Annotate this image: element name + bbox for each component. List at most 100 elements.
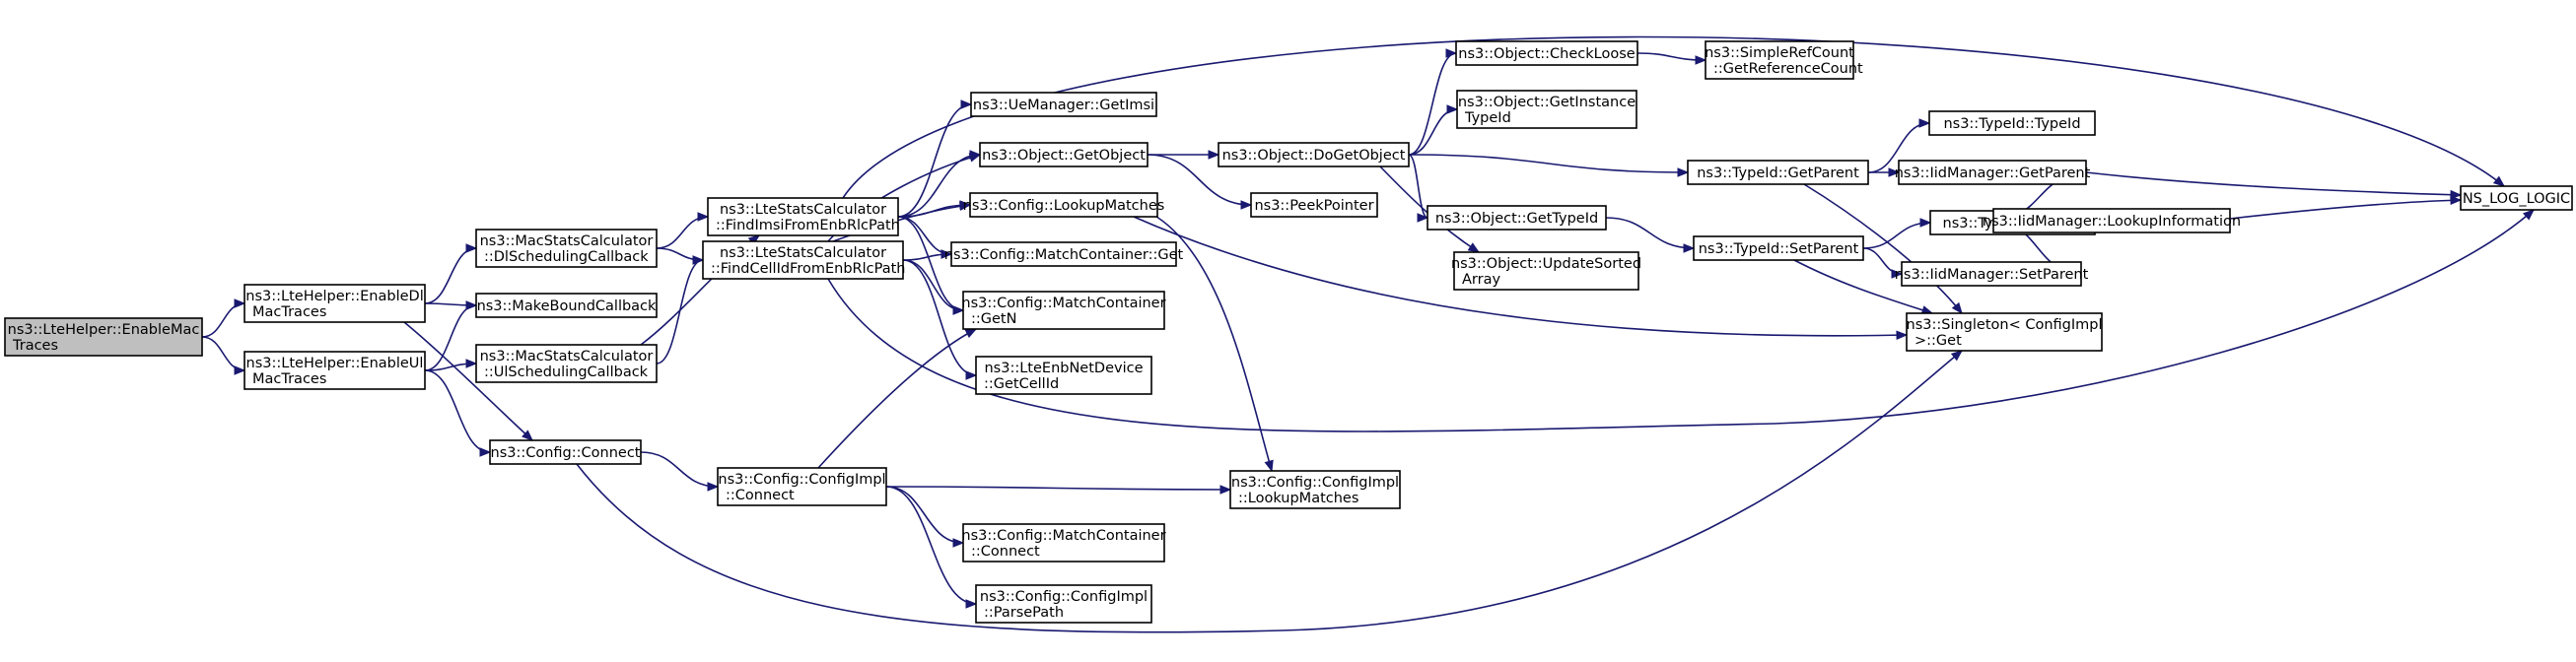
function-node[interactable]: ns3::IidManager::GetParent xyxy=(1895,160,2091,185)
call-edge xyxy=(885,485,1232,495)
function-node[interactable]: ns3::LteStatsCalculator::FindCellIdFromE… xyxy=(702,240,905,280)
node-label: MacTraces xyxy=(252,371,326,387)
arrowhead xyxy=(465,243,478,253)
function-node[interactable]: ns3::UeManager::GetImsi xyxy=(970,92,1157,117)
node-label: ns3::Config::MatchContainer xyxy=(961,296,1165,311)
edge-line xyxy=(424,247,477,304)
arrowhead xyxy=(697,212,710,222)
node-box xyxy=(489,439,642,465)
function-node[interactable]: ns3::Config::LookupMatches xyxy=(963,192,1165,218)
function-node[interactable]: ns3::Config::Connect xyxy=(489,439,642,465)
edge-line xyxy=(403,321,533,441)
function-node[interactable]: ns3::Config::ConfigImpl::ParsePath xyxy=(975,584,1152,624)
arrowhead xyxy=(968,153,982,163)
edge-line xyxy=(576,350,1963,633)
node-box xyxy=(244,284,426,323)
arrowhead xyxy=(1918,118,1931,128)
edges-layer xyxy=(201,35,2536,633)
arrowhead xyxy=(959,201,972,211)
node-box xyxy=(975,584,1152,624)
call-edge xyxy=(201,298,246,338)
node-box xyxy=(1453,251,1639,291)
node-label: ::GetReferenceCount xyxy=(1713,61,1863,77)
function-node[interactable]: ns3::IidManager::LookupInformation xyxy=(1983,208,2241,233)
edge-line xyxy=(1408,52,1457,156)
node-label: ::FindImsiFromEnbRlcPath xyxy=(716,218,900,233)
call-edge xyxy=(1605,217,1696,253)
node-box xyxy=(1456,90,1637,129)
function-node[interactable]: ns3::Object::CheckLoose xyxy=(1455,40,1638,66)
function-node[interactable]: ns3::Object::DoGetObject xyxy=(1218,142,1410,167)
function-node[interactable]: ns3::PeekPointer xyxy=(1250,192,1378,218)
edge-line xyxy=(1408,154,1689,173)
call-edge xyxy=(1147,154,1253,210)
node-box xyxy=(1218,142,1410,167)
node-label: ns3::TypeId::TypeId xyxy=(1943,116,2080,132)
arrowhead xyxy=(1446,104,1459,114)
call-edge xyxy=(885,486,978,609)
function-node[interactable]: ns3::Config::MatchContainer::GetN xyxy=(961,291,1166,330)
arrowhead xyxy=(1240,200,1253,210)
function-node[interactable]: ns3::SimpleRefCount::GetReferenceCount xyxy=(1705,40,1863,80)
node-box xyxy=(1687,160,1869,185)
function-node[interactable]: ns3::LteStatsCalculator::FindImsiFromEnb… xyxy=(707,197,900,236)
node-box xyxy=(1992,208,2231,233)
edge-line xyxy=(897,154,981,218)
arrowhead xyxy=(707,482,720,492)
function-node[interactable]: ns3::TypeId::GetParent xyxy=(1687,160,1869,185)
function-node[interactable]: ns3::MacStatsCalculator::DlSchedulingCal… xyxy=(475,229,658,268)
call-edge xyxy=(817,328,978,469)
nodes-layer: ns3::LteHelper::EnableMacTracesns3::LteH… xyxy=(4,40,2573,624)
function-node[interactable]: ns3::Singleton< ConfigImpl >::Get xyxy=(1906,312,2103,352)
function-node[interactable]: ns3::Config::ConfigImpl::Connect xyxy=(717,467,887,506)
function-node[interactable]: ns3::Config::ConfigImpl::LookupMatches xyxy=(1229,470,1401,509)
call-edge xyxy=(1868,167,1901,177)
node-box xyxy=(1229,470,1401,509)
node-label: ns3::Config::ConfigImpl xyxy=(718,472,885,488)
function-node[interactable]: NS_LOG_LOGIC xyxy=(2460,185,2573,211)
function-node[interactable]: ns3::TypeId::SetParent xyxy=(1693,235,1864,261)
call-edge xyxy=(424,300,478,371)
node-label: ns3::IidManager::SetParent xyxy=(1895,267,2089,283)
node-box xyxy=(244,351,426,390)
node-label: ns3::LteStatsCalculator xyxy=(720,245,886,261)
node-label: ns3::UeManager::GetImsi xyxy=(973,98,1154,113)
function-node[interactable]: ns3::MakeBoundCallback xyxy=(475,293,658,318)
function-node[interactable]: ns3::MacStatsCalculator::UlSchedulingCal… xyxy=(475,344,658,383)
node-label: ns3::MacStatsCalculator xyxy=(480,233,654,249)
function-node[interactable]: ns3::Object::GetObject xyxy=(979,142,1149,167)
call-edge xyxy=(1867,118,1931,173)
function-node[interactable]: ns3::LteEnbNetDevice::GetCellId xyxy=(975,356,1152,395)
edge-line xyxy=(897,103,972,218)
node-box xyxy=(2460,185,2573,211)
arrowhead xyxy=(1208,150,1220,160)
function-node[interactable]: ns3::Config::MatchContainer::Connect xyxy=(961,523,1166,563)
node-label: ::Connect xyxy=(971,544,1040,560)
call-edge xyxy=(424,369,492,457)
edge-line xyxy=(902,259,977,376)
function-node[interactable]: ns3::IidManager::SetParent xyxy=(1895,261,2089,287)
node-label: ns3::Object::CheckLoose xyxy=(1458,46,1635,62)
node-box xyxy=(702,240,904,280)
call-edge xyxy=(656,255,705,364)
node-box xyxy=(1693,235,1864,261)
node-label: ns3::TypeId::SetParent xyxy=(1699,241,1859,257)
call-edge xyxy=(576,350,1964,633)
edge-line xyxy=(2085,171,2462,196)
node-label: ns3::LteHelper::EnableMac xyxy=(8,322,200,338)
function-node[interactable]: ns3::TypeId::TypeId xyxy=(1928,110,2096,136)
call-edge xyxy=(1803,183,1963,315)
function-node[interactable]: ns3::Config::MatchContainer::Get xyxy=(944,241,1184,267)
call-edge xyxy=(885,486,965,548)
arrowhead xyxy=(479,447,492,457)
node-label: ns3::MakeBoundCallback xyxy=(477,298,657,314)
call-edge xyxy=(656,212,710,249)
function-node[interactable]: ns3::Object::GetTypeId xyxy=(1427,205,1607,231)
node-label: ns3::Object::GetObject xyxy=(982,148,1146,164)
node-label: ns3::Object::UpdateSorted xyxy=(1451,256,1641,272)
